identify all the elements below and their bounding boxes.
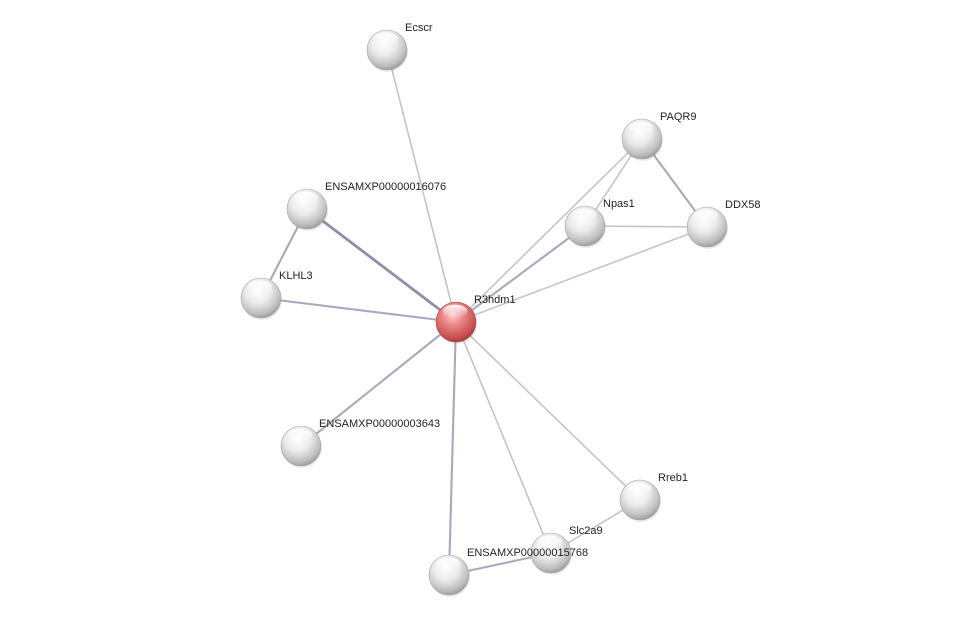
node-ENSAMXP00000016076[interactable]: ENSAMXP00000016076 <box>286 181 446 231</box>
node-highlight <box>693 209 719 223</box>
node-ENSAMXP00000003643[interactable]: ENSAMXP00000003643 <box>280 418 440 468</box>
node-label: Ecscr <box>405 22 433 34</box>
node-KLHL3[interactable]: KLHL3 <box>240 270 313 320</box>
edge-R3hdm1-ENSAMXP00000016076[interactable] <box>305 207 458 324</box>
edge-R3hdm1-Slc2a9[interactable] <box>455 321 552 554</box>
node-Ecscr[interactable]: Ecscr <box>366 22 433 72</box>
node-label: ENSAMXP00000003643 <box>319 418 440 430</box>
node-label: ENSAMXP00000016076 <box>325 181 446 193</box>
node-label: Rreb1 <box>658 472 688 484</box>
node-PAQR9[interactable]: PAQR9 <box>621 111 696 161</box>
node-ENSAMXP00000015768[interactable]: ENSAMXP00000015768 <box>428 547 588 597</box>
node-DDX58[interactable]: DDX58 <box>686 199 760 249</box>
node-label: R3hdm1 <box>474 294 516 306</box>
node-highlight <box>435 557 461 571</box>
node-label: KLHL3 <box>279 270 313 282</box>
node-highlight <box>626 482 652 496</box>
node-label: Slc2a9 <box>569 525 603 537</box>
node-label: Npas1 <box>603 198 635 210</box>
node-Rreb1[interactable]: Rreb1 <box>619 472 688 522</box>
node-label: DDX58 <box>725 199 760 211</box>
edge-R3hdm1-KLHL3[interactable] <box>259 296 458 324</box>
edge-R3hdm1-Ecscr[interactable] <box>386 49 457 323</box>
node-R3hdm1[interactable]: R3hdm1 <box>435 294 516 344</box>
node-label: PAQR9 <box>660 111 696 123</box>
node-label: ENSAMXP00000015768 <box>467 547 588 559</box>
node-highlight <box>537 535 563 549</box>
edge-R3hdm1-PAQR9[interactable] <box>455 138 643 323</box>
edge-R3hdm1-Rreb1[interactable] <box>455 321 641 501</box>
edge-R3hdm1-Npas1[interactable] <box>454 224 587 324</box>
node-highlight <box>442 304 468 318</box>
edge-R3hdm1-ENSAMXP00000003643[interactable] <box>299 320 458 448</box>
node-highlight <box>293 191 319 205</box>
node-Slc2a9[interactable]: Slc2a9 <box>530 525 603 575</box>
node-Npas1[interactable]: Npas1 <box>564 198 635 248</box>
edge-R3hdm1-DDX58[interactable] <box>455 226 708 323</box>
edge-R3hdm1-ENSAMXP00000015768[interactable] <box>447 320 458 577</box>
node-highlight <box>287 428 313 442</box>
node-highlight <box>247 280 273 294</box>
node-highlight <box>373 32 399 46</box>
node-highlight <box>571 208 597 222</box>
edge-Npas1-DDX58[interactable] <box>584 225 708 228</box>
node-highlight <box>628 121 654 135</box>
